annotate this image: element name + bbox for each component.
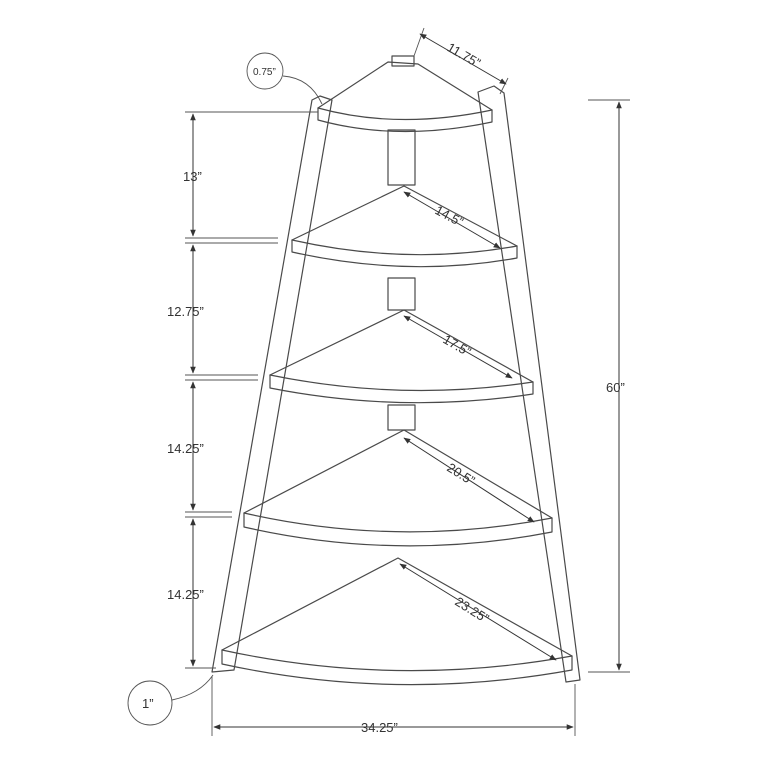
right-leg	[477, 85, 581, 683]
shelf-5	[221, 557, 573, 686]
dimension-shelf-width-1: 14.5”	[403, 191, 501, 249]
label-shelf-width-1: 14.5”	[433, 202, 466, 229]
back-post	[387, 129, 416, 431]
label-shelf-width-2: 17.5”	[441, 332, 474, 360]
label-shelf-width-3: 20.5”	[444, 460, 477, 488]
label-spacing-2: 12.75”	[167, 304, 204, 319]
dimension-spacing-1: 13”	[183, 113, 202, 237]
callout-shelf-thickness: 0.75”	[246, 52, 323, 105]
dimension-spacing-stack: 13” 12.75” 14.25” 14.25”	[167, 111, 318, 669]
dimension-shelf-depth: 11.75”	[413, 27, 509, 95]
label-shelf-depth: 11.75”	[445, 40, 484, 71]
dimension-shelf-width-3: 20.5”	[403, 437, 535, 523]
label-total-height: 60”	[606, 380, 625, 395]
label-leg-thickness: 1”	[142, 696, 154, 711]
label-total-width: 34.25”	[361, 720, 398, 735]
shelf-4	[243, 429, 553, 547]
dimension-shelf-widths: 14.5” 17.5” 20.5” 23.25”	[399, 191, 557, 661]
dimension-total-height: 60”	[588, 99, 630, 673]
label-shelf-thickness: 0.75”	[253, 67, 276, 78]
callout-leg-thickness: 1”	[127, 674, 214, 726]
label-spacing-1: 13”	[183, 169, 202, 184]
shelf-1	[317, 55, 493, 133]
dimension-shelf-width-2: 17.5”	[403, 315, 513, 379]
dimension-total-width: 34.25”	[211, 676, 576, 736]
label-shelf-width-4: 23.25”	[452, 594, 491, 626]
label-spacing-3: 14.25”	[167, 441, 204, 456]
left-leg	[211, 95, 333, 673]
dimension-spacing-4: 14.25”	[167, 518, 204, 667]
bookshelf-structure	[211, 55, 581, 686]
shelf-3	[269, 309, 534, 404]
label-spacing-4: 14.25”	[167, 587, 204, 602]
dimension-shelf-width-4: 23.25”	[399, 563, 557, 661]
dimension-spacing-3: 14.25”	[167, 381, 204, 511]
dimension-spacing-2: 12.75”	[167, 244, 204, 374]
shelf-2	[291, 185, 518, 268]
